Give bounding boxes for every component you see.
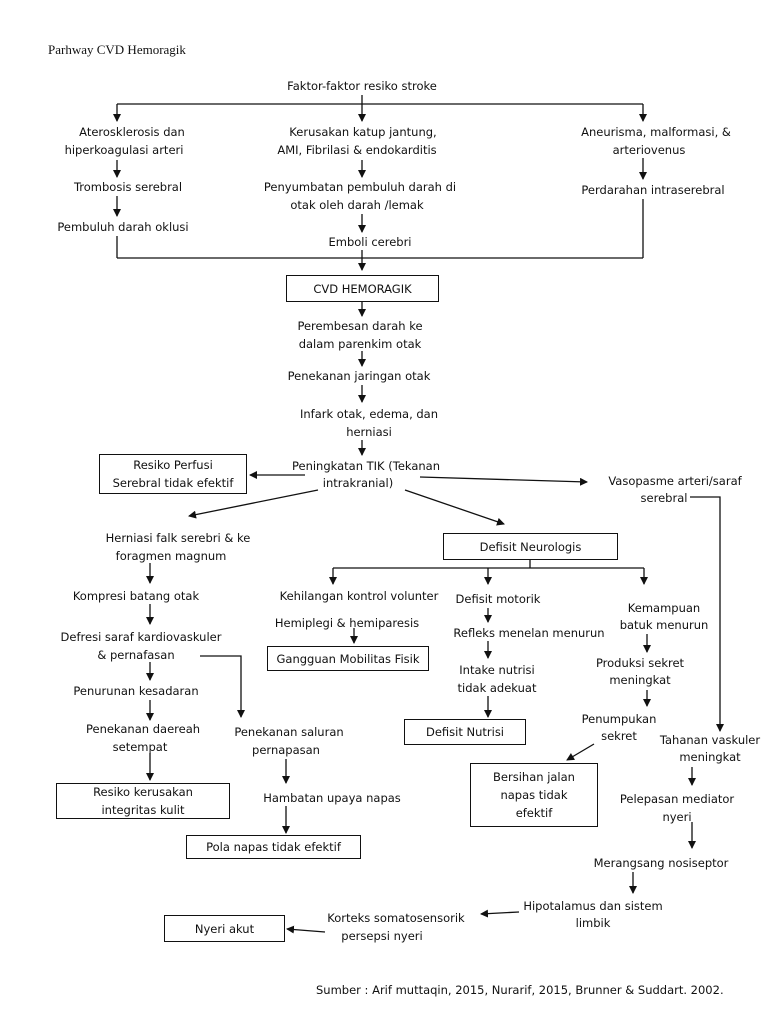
node-penekanan-setempat-line2: setempat bbox=[112, 740, 168, 754]
node-defisit-motorik: Defisit motorik bbox=[455, 592, 541, 606]
box-gangguan-mobilitas-label: Gangguan Mobilitas Fisik bbox=[276, 651, 420, 666]
node-peningkatan-tik-line1: Peningkatan TIK (Tekanan bbox=[291, 459, 441, 473]
node-aneurisma-line2: arteriovenus bbox=[612, 143, 686, 157]
node-kehilangan-kontrol: Kehilangan kontrol volunter bbox=[279, 589, 439, 603]
node-penyumbatan-line1: Penyumbatan pembuluh darah di bbox=[263, 180, 457, 194]
node-faktor-resiko: Faktor-faktor resiko stroke bbox=[287, 79, 437, 93]
node-aterosklerosis-line2: hiperkoagulasi arteri bbox=[64, 143, 184, 157]
box-cvd-hemoragik-label: CVD HEMORAGIK bbox=[313, 281, 412, 296]
box-cvd-hemoragik: CVD HEMORAGIK bbox=[286, 275, 439, 302]
node-hambatan-upaya-napas: Hambatan upaya napas bbox=[263, 791, 401, 805]
node-aneurisma-line1: Aneurisma, malformasi, & bbox=[581, 125, 731, 139]
box-defisit-neurologis: Defisit Neurologis bbox=[443, 533, 618, 560]
box-resiko-perfusi-line1: Resiko Perfusi bbox=[133, 458, 213, 472]
node-tahanan-vaskuler-line1: Tahanan vaskuler bbox=[659, 733, 761, 747]
page-title: Parhway CVD Hemoragik bbox=[48, 42, 186, 57]
node-penekanan-jaringan: Penekanan jaringan otak bbox=[287, 369, 431, 383]
node-penekanan-setempat-line1: Penekanan daereah bbox=[85, 722, 201, 736]
node-hipotalamus-line2: limbik bbox=[575, 916, 611, 930]
node-produksi-sekret-line1: Produksi sekret bbox=[595, 656, 685, 670]
node-korteks-line2: persepsi nyeri bbox=[341, 929, 423, 943]
node-herniasi-falk-line1: Herniasi falk serebri & ke bbox=[105, 531, 251, 545]
box-defisit-neurologis-label: Defisit Neurologis bbox=[479, 539, 582, 554]
node-pembuluh-oklusi: Pembuluh darah oklusi bbox=[57, 220, 189, 234]
node-penyumbatan-line2: otak oleh darah /lemak bbox=[290, 198, 424, 212]
node-peningkatan-tik-line2: intrakranial) bbox=[322, 476, 394, 490]
node-penekanan-saluran-line1: Penekanan saluran bbox=[234, 725, 344, 739]
node-kemampuan-batuk-line2: batuk menurun bbox=[619, 618, 709, 632]
node-defresi-saraf-line1: Defresi saraf kardiovaskuler bbox=[60, 630, 222, 644]
node-penurunan-kesadaran: Penurunan kesadaran bbox=[73, 684, 199, 698]
box-resiko-kerusakan-kulit-line1: Resiko kerusakan bbox=[93, 785, 193, 799]
node-perdarahan-intraserebral: Perdarahan intraserebral bbox=[581, 183, 725, 197]
box-nyeri-akut: Nyeri akut bbox=[164, 915, 285, 942]
node-kerusakan-katup-line2: AMI, Fibrilasi & endokarditis bbox=[277, 143, 437, 157]
node-refleks-menelan: Refleks menelan menurun bbox=[453, 626, 605, 640]
node-vasopasme-line1: Vasopasme arteri/saraf bbox=[608, 474, 742, 488]
node-intake-nutrisi-line2: tidak adekuat bbox=[457, 681, 537, 695]
node-defresi-saraf-line2: & pernafasan bbox=[97, 648, 175, 662]
node-penumpukan-sekret-line1: Penumpukan bbox=[581, 712, 657, 726]
source-citation: Sumber : Arif muttaqin, 2015, Nurarif, 2… bbox=[316, 983, 724, 997]
node-aterosklerosis-line1: Aterosklerosis dan bbox=[79, 125, 185, 139]
box-bersihan-jalan-napas-line1: Bersihan jalan bbox=[493, 770, 575, 784]
node-tahanan-vaskuler-line2: meningkat bbox=[679, 750, 741, 764]
box-bersihan-jalan-napas: Bersihan jalan napas tidak efektif bbox=[470, 763, 598, 827]
box-defisit-nutrisi: Defisit Nutrisi bbox=[404, 719, 526, 745]
node-herniasi-falk-line2: foragmen magnum bbox=[115, 549, 227, 563]
box-bersihan-jalan-napas-line3: efektif bbox=[515, 806, 553, 820]
node-penekanan-saluran-line2: pernapasan bbox=[252, 743, 320, 757]
node-hemiplegi: Hemiplegi & hemiparesis bbox=[274, 616, 420, 630]
node-pelepasan-mediator-line1: Pelepasan mediator bbox=[619, 792, 735, 806]
node-penumpukan-sekret-line2: sekret bbox=[601, 729, 637, 743]
node-kompresi-batang-otak: Kompresi batang otak bbox=[72, 589, 200, 603]
box-resiko-kerusakan-kulit: Resiko kerusakan integritas kulit bbox=[56, 783, 230, 819]
node-vasopasme-line2: serebral bbox=[640, 491, 688, 505]
node-kemampuan-batuk-line1: Kemampuan bbox=[627, 601, 701, 615]
node-perembesan-line1: Perembesan darah ke bbox=[297, 319, 423, 333]
box-gangguan-mobilitas: Gangguan Mobilitas Fisik bbox=[267, 646, 429, 671]
box-pola-napas: Pola napas tidak efektif bbox=[186, 835, 361, 859]
node-trombosis: Trombosis serebral bbox=[73, 180, 183, 194]
node-emboli: Emboli cerebri bbox=[328, 235, 412, 249]
node-produksi-sekret-line2: meningkat bbox=[609, 673, 671, 687]
box-resiko-perfusi-line2: Serebral tidak efektif bbox=[112, 476, 234, 490]
node-korteks-line1: Korteks somatosensorik bbox=[327, 911, 465, 925]
box-bersihan-jalan-napas-label: Bersihan jalan napas tidak efektif bbox=[493, 768, 575, 822]
node-pelepasan-mediator-line2: nyeri bbox=[662, 810, 692, 824]
node-infark-line1: Infark otak, edema, dan bbox=[299, 407, 439, 421]
node-perembesan-line2: dalam parenkim otak bbox=[298, 337, 422, 351]
box-resiko-kerusakan-kulit-line2: integritas kulit bbox=[101, 803, 185, 817]
box-pola-napas-label: Pola napas tidak efektif bbox=[206, 840, 341, 854]
box-resiko-kerusakan-kulit-label: Resiko kerusakan integritas kulit bbox=[93, 783, 193, 819]
node-merangsang-nosiseptor: Merangsang nosiseptor bbox=[593, 856, 729, 870]
node-infark-line2: herniasi bbox=[346, 425, 392, 439]
node-intake-nutrisi-line1: Intake nutrisi bbox=[459, 663, 535, 677]
node-hipotalamus-line1: Hipotalamus dan sistem bbox=[523, 899, 663, 913]
box-bersihan-jalan-napas-line2: napas tidak bbox=[500, 788, 568, 802]
node-kerusakan-katup-line1: Kerusakan katup jantung, bbox=[289, 125, 437, 139]
box-defisit-nutrisi-label: Defisit Nutrisi bbox=[425, 725, 505, 739]
box-nyeri-akut-label: Nyeri akut bbox=[194, 921, 255, 936]
